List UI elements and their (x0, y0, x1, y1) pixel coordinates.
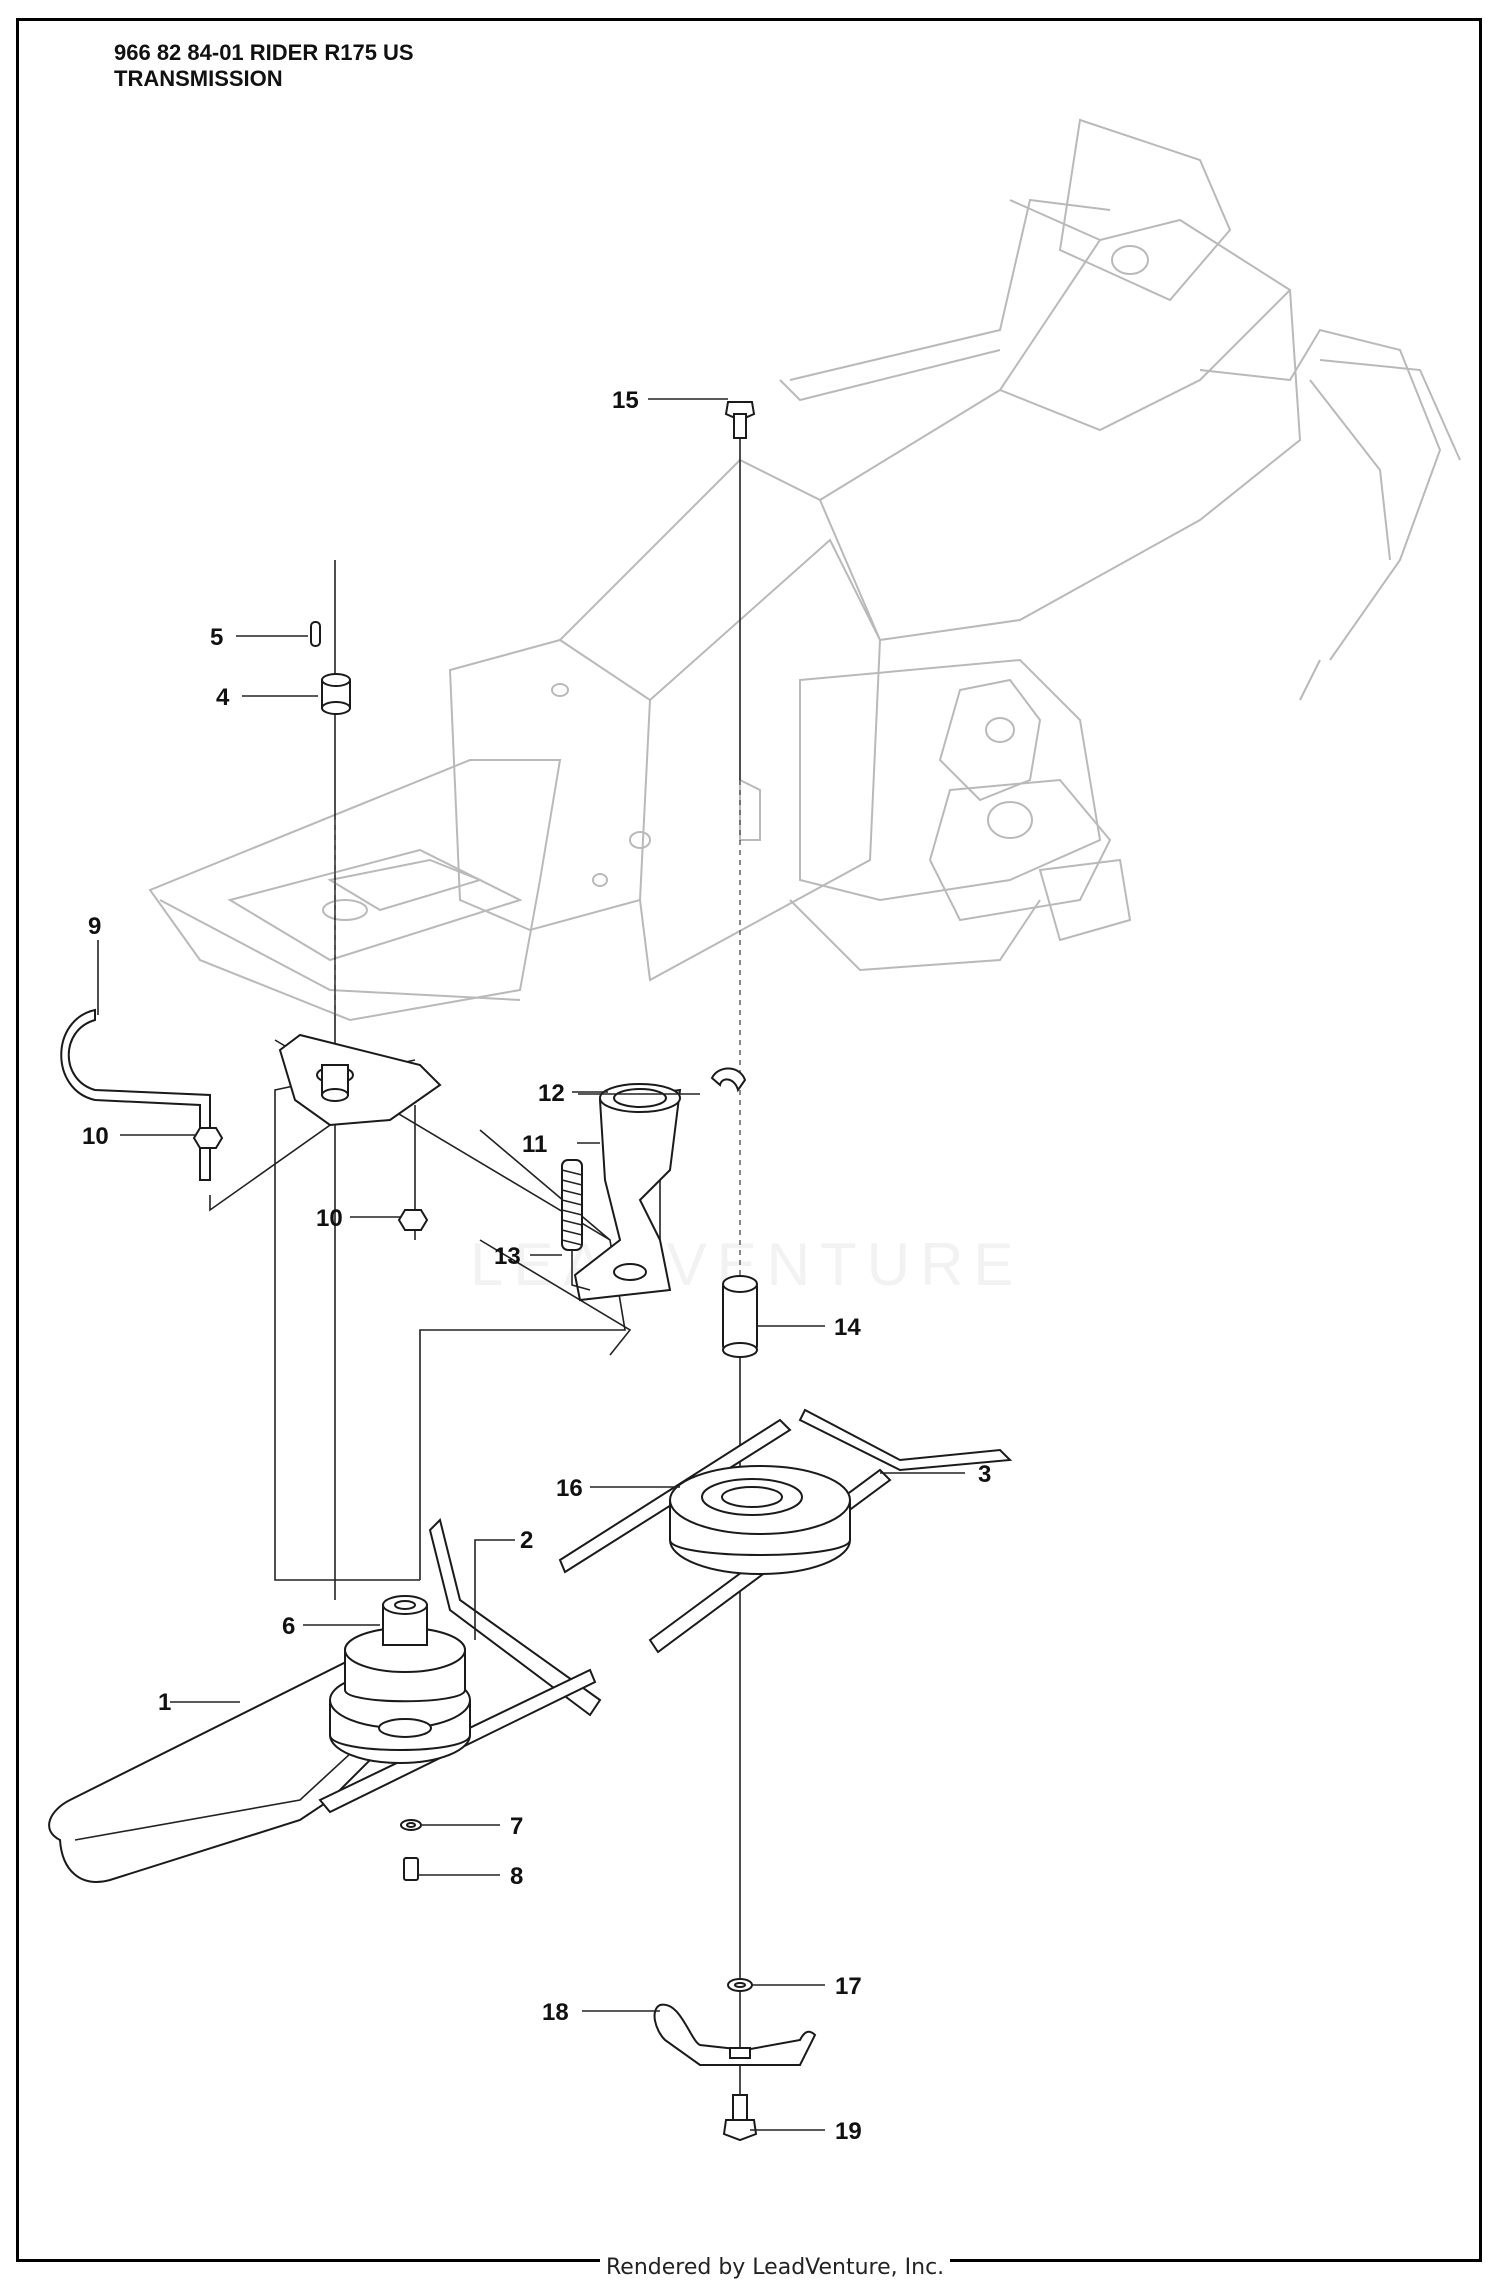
callout-3: 3 (978, 1461, 991, 1488)
idler-bracket (278, 1033, 442, 1127)
callout-15: 15 (612, 387, 639, 414)
callout-14: 14 (834, 1314, 861, 1341)
callout-7: 7 (510, 1813, 523, 1840)
callout-4: 4 (216, 684, 230, 711)
callout-10b: 10 (316, 1205, 343, 1232)
callout-10a: 10 (82, 1123, 109, 1150)
part-19-bolt (722, 2094, 758, 2142)
part-1-belt (48, 1648, 597, 1883)
model-line: 966 82 84-01 RIDER R175 US (114, 40, 414, 65)
part-17-washer (727, 1978, 753, 1992)
part-9-hook-bolt (60, 1008, 211, 1181)
callout-17: 17 (835, 1973, 862, 2000)
part-7-washer (400, 1819, 422, 1831)
part-5-pin (310, 621, 321, 647)
callout-8: 8 (510, 1863, 523, 1890)
section-line: TRANSMISSION (114, 66, 283, 91)
callout-5: 5 (210, 624, 223, 651)
part-8-bolt (403, 1857, 419, 1881)
part-12-e-clip (710, 1067, 747, 1093)
part-14-sleeve (722, 1275, 758, 1358)
part-11-idler-arm (573, 1083, 682, 1302)
part-18-belt-guide (653, 2003, 817, 2066)
part-4-spacer (321, 673, 351, 715)
part-13-spring (561, 1159, 591, 1291)
callout-9: 9 (88, 913, 101, 940)
leader-lines (97, 398, 965, 2131)
callout-1: 1 (158, 1689, 171, 1716)
callout-labels: 1 2 3 4 5 6 7 8 9 10 10 11 12 13 14 15 1… (82, 387, 991, 2145)
callout-12: 12 (538, 1080, 565, 1107)
callout-16: 16 (556, 1475, 583, 1502)
part-15-bolt (724, 401, 756, 439)
footer-credit: Rendered by LeadVenture, Inc. (600, 2255, 951, 2280)
callout-18: 18 (542, 1999, 569, 2026)
part-6-engine-pulley (329, 1595, 471, 1764)
callout-19: 19 (835, 2118, 862, 2145)
part-16-idler-pulley (669, 1465, 851, 1575)
callout-11: 11 (522, 1131, 547, 1158)
callout-6: 6 (282, 1613, 295, 1640)
callout-13: 13 (494, 1243, 521, 1270)
chassis-frame (148, 118, 1461, 1022)
callout-2: 2 (520, 1527, 533, 1554)
part-10-nut (192, 1127, 429, 1231)
diagram-title: 966 82 84-01 RIDER R175 US TRANSMISSION (114, 40, 414, 92)
